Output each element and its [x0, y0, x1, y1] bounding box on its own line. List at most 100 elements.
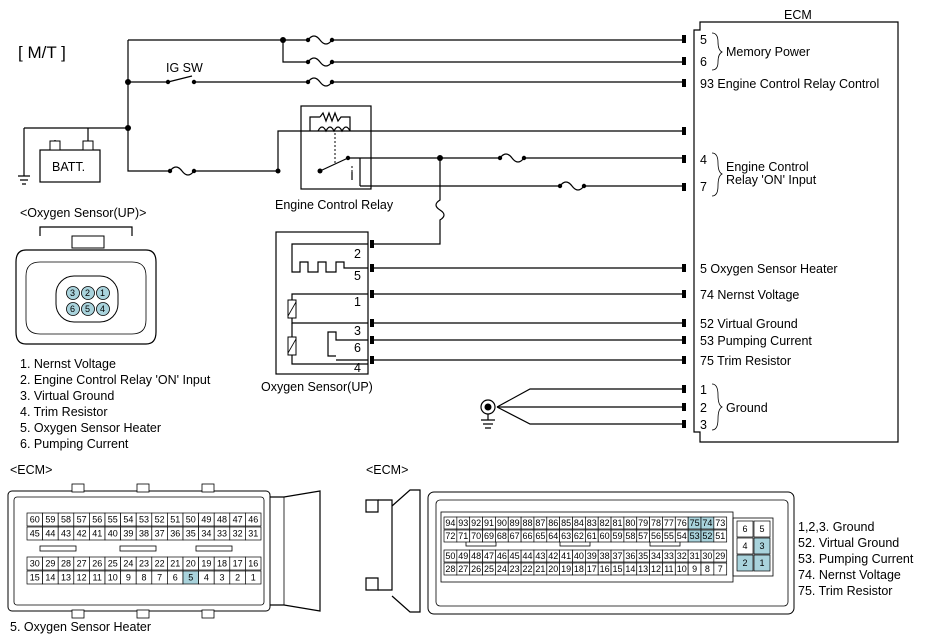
pin-cell: 22	[151, 556, 168, 571]
pin-number: 25	[108, 559, 118, 569]
connector-pin-4: 4	[100, 304, 105, 314]
pin-cell: 71	[456, 529, 471, 543]
pin-cell: 54	[674, 529, 689, 543]
pin-cell: 5	[753, 520, 771, 538]
pin-cell: 89	[507, 516, 522, 530]
pin-number: 21	[170, 559, 180, 569]
pin-number: 92	[471, 518, 481, 528]
pin-cell: 35	[636, 549, 650, 563]
connector-pin-5: 5	[85, 304, 90, 314]
pin-cell: 21	[167, 556, 184, 571]
ecm-pin-pumping-current: 53 Pumping Current	[700, 334, 812, 348]
pin-5-label: 5	[700, 33, 707, 47]
pin-cell: 91	[482, 516, 496, 530]
pin-cell: 74	[700, 516, 715, 530]
pin-number: 43	[535, 551, 545, 561]
pin-cell: 68	[495, 529, 509, 543]
pin-number: 67	[510, 531, 520, 541]
pin-number: 71	[458, 531, 468, 541]
pin-number: 55	[108, 515, 118, 525]
pin-number: 93	[458, 518, 468, 528]
pin-number: 82	[600, 518, 610, 528]
pin-number: 52	[155, 515, 165, 525]
pin-number: 15	[30, 573, 40, 583]
pin-cell: 28	[443, 562, 458, 576]
pin-number: 29	[45, 559, 55, 569]
pin-cell: 51	[167, 512, 184, 527]
pin-cell: 90	[495, 516, 509, 530]
pin-cell: 29	[713, 549, 728, 563]
connector-pin-1: 1	[100, 288, 105, 298]
pin-number: 35	[638, 551, 648, 561]
pin-cell: 34	[649, 549, 663, 563]
pin-number: 84	[574, 518, 584, 528]
pin-number: 51	[170, 515, 180, 525]
pin-number: 26	[471, 564, 481, 574]
pin-cell: 21	[533, 562, 548, 576]
pin-cell: 25	[482, 562, 496, 576]
pin-cell: 92	[469, 516, 483, 530]
pin-cell: 11	[662, 562, 676, 576]
pin-cell: 30	[700, 549, 715, 563]
pin-cell: 10	[674, 562, 689, 576]
pin-number: 38	[139, 529, 149, 539]
pin-cell: 63	[559, 529, 573, 543]
pin-number: 42	[548, 551, 558, 561]
pin-cell-box	[753, 520, 771, 538]
pin-cell: 13	[57, 570, 75, 585]
pin-cell: 4	[198, 570, 215, 585]
sensor-pin-3: 3	[354, 324, 361, 338]
pin-cell: 42	[73, 526, 90, 541]
pin-cell: 53	[135, 512, 153, 527]
pin-cell: 12	[649, 562, 663, 576]
pin-cell: 17	[229, 556, 246, 571]
pin-number: 19	[561, 564, 571, 574]
pin-cell: 2	[736, 554, 754, 572]
pin-cell: 23	[135, 556, 153, 571]
pin-number: 36	[625, 551, 635, 561]
pin-number: 43	[61, 529, 71, 539]
pin-number: 31	[690, 551, 700, 561]
pin-cell: 70	[469, 529, 483, 543]
pin-cell: 28	[57, 556, 75, 571]
pin-number: 15	[612, 564, 622, 574]
pin-number: 47	[484, 551, 494, 561]
connector-pins: 3 2 1 6 5 4	[66, 286, 110, 316]
ground-pin-1: 1	[700, 383, 707, 397]
relay-label: Engine Control Relay	[275, 198, 394, 212]
pin-number: 42	[77, 529, 87, 539]
pin-cell: 47	[482, 549, 496, 563]
pin-number: 8	[141, 573, 146, 583]
pin-number: 89	[510, 518, 520, 528]
legend-item: 74. Nernst Voltage	[798, 568, 901, 582]
pin-cell: 48	[213, 512, 231, 527]
pin-number: 53	[690, 531, 700, 541]
pin-cell-box	[245, 512, 262, 527]
pin-cell-box	[245, 570, 262, 585]
pin-number: 17	[233, 559, 243, 569]
pin-cell: 23	[507, 562, 522, 576]
legend-item: 5. Oxygen Sensor Heater	[20, 421, 161, 435]
pin-cell: 53	[687, 529, 702, 543]
pin-cell: 27	[456, 562, 471, 576]
pin-cell: 2	[229, 570, 246, 585]
legend-item: 3. Virtual Ground	[20, 389, 114, 403]
pin-number: 65	[535, 531, 545, 541]
pin-number: 26	[92, 559, 102, 569]
pin-cell: 52	[700, 529, 715, 543]
pin-cell: 10	[104, 570, 121, 585]
pin-cell: 40	[104, 526, 121, 541]
pin-cell: 30	[26, 556, 43, 571]
pin-number: 72	[445, 531, 455, 541]
pin-number: 60	[30, 515, 40, 525]
pin-cell: 16	[597, 562, 612, 576]
pin-cell: 44	[42, 526, 59, 541]
pin-cell: 17	[584, 562, 599, 576]
ecm-label: ECM	[784, 8, 812, 22]
pin-cell: 9	[120, 570, 137, 585]
pin-cell: 45	[507, 549, 522, 563]
pin-cell: 7	[151, 570, 168, 585]
pin-4-label: 4	[700, 153, 707, 167]
